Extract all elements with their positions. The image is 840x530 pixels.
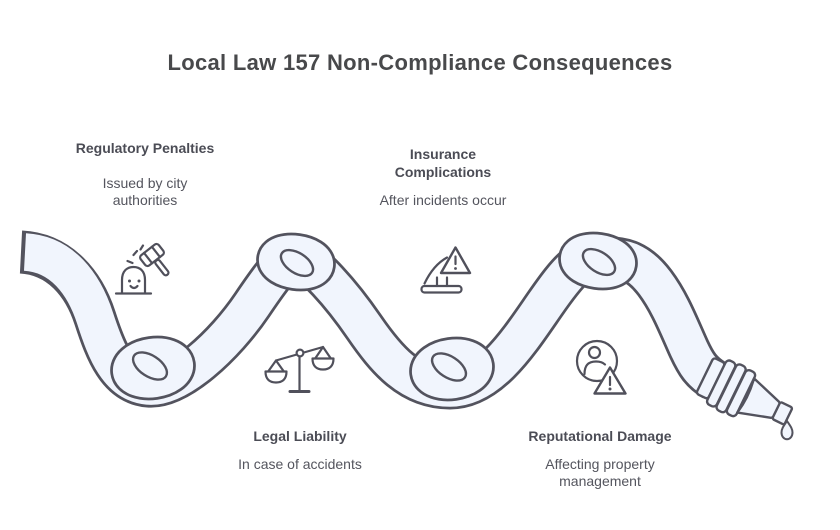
consequence-group-reputational-damage: Reputational Damage Affecting property m… bbox=[500, 427, 700, 490]
hose-knot bbox=[558, 231, 638, 291]
hose-knot bbox=[110, 335, 196, 401]
water-drop-icon bbox=[780, 419, 794, 441]
group-subtitle: Affecting property management bbox=[545, 456, 655, 489]
group-subtitle: In case of accidents bbox=[238, 456, 362, 472]
consequence-group-regulatory-penalties: Regulatory Penalties Issued by city auth… bbox=[45, 139, 245, 209]
group-heading: Regulatory Penalties bbox=[75, 140, 215, 156]
gavel-penalty-icon bbox=[114, 242, 170, 295]
group-heading: Reputational Damage bbox=[528, 428, 672, 444]
group-heading: Insurance Complications bbox=[394, 146, 492, 180]
group-subtitle: Issued by city authorities bbox=[102, 175, 188, 208]
hose-knot bbox=[409, 336, 495, 402]
group-subtitle: After incidents occur bbox=[379, 192, 507, 208]
group-heading: Legal Liability bbox=[253, 428, 347, 444]
hose-nozzle bbox=[695, 357, 794, 426]
consequence-group-insurance-complications: Insurance Complications After incidents … bbox=[343, 145, 543, 209]
justice-scales-icon bbox=[264, 345, 335, 393]
incident-warning-icon bbox=[420, 246, 472, 294]
hose-knot bbox=[256, 232, 336, 292]
consequence-group-legal-liability: Legal Liability In case of accidents bbox=[200, 427, 400, 473]
person-warning-icon bbox=[575, 339, 627, 395]
page-title: Local Law 157 Non-Compliance Consequence… bbox=[167, 50, 673, 75]
